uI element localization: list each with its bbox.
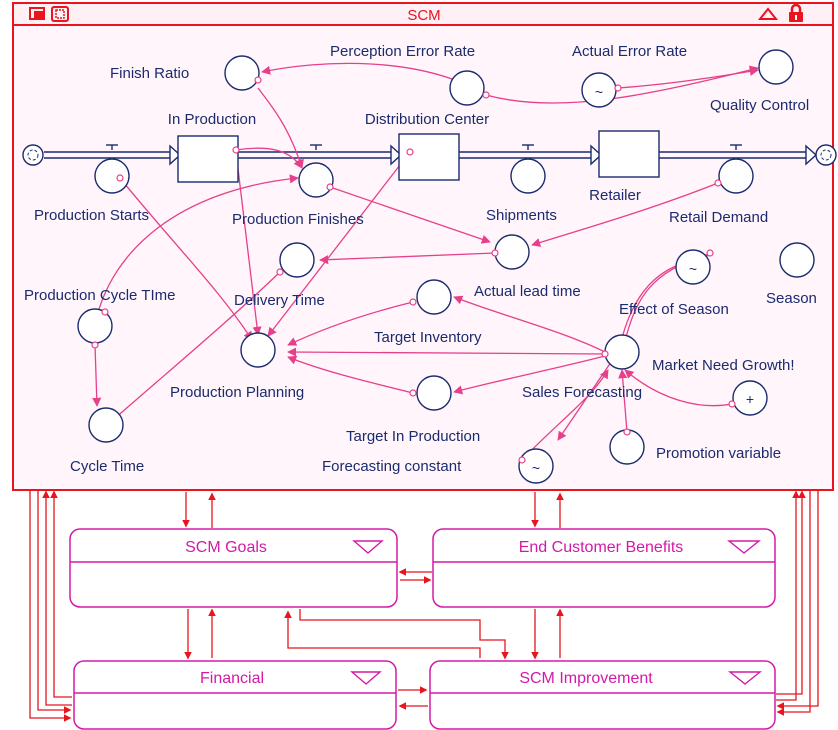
label-production-starts: Production Starts bbox=[34, 207, 149, 224]
scm-window bbox=[12, 2, 834, 491]
node-retail-demand[interactable] bbox=[718, 158, 754, 194]
label-shipments: Shipments bbox=[486, 207, 557, 224]
graph-icon: ~ bbox=[595, 84, 603, 100]
label-perception-error-rate: Perception Error Rate bbox=[330, 43, 475, 60]
sink-cloud-icon bbox=[815, 144, 837, 166]
label-quality-control: Quality Control bbox=[710, 97, 809, 114]
sector-end-customer-benefits[interactable] bbox=[432, 528, 776, 608]
node-production-finishes[interactable] bbox=[298, 162, 334, 198]
node-production-planning[interactable] bbox=[240, 332, 276, 368]
stock-distribution-center[interactable] bbox=[398, 133, 460, 181]
node-quality-control[interactable] bbox=[758, 49, 794, 85]
label-sales-forecasting: Sales Forecasting bbox=[522, 384, 642, 401]
label-forecasting-constant: Forecasting constant bbox=[322, 458, 462, 475]
chevron-down-icon[interactable] bbox=[350, 671, 382, 685]
label-actual-lead-time: Actual lead time bbox=[474, 283, 581, 300]
label-cycle-time: Cycle Time bbox=[70, 458, 144, 475]
label-actual-error-rate: Actual Error Rate bbox=[572, 43, 687, 60]
label-production-planning: Production Planning bbox=[170, 384, 304, 401]
node-target-in-production[interactable] bbox=[416, 375, 452, 411]
label-delivery-time: Delivery Time bbox=[234, 292, 325, 309]
label-finish-ratio: Finish Ratio bbox=[110, 65, 189, 82]
node-market-need-growth[interactable] bbox=[732, 380, 768, 416]
stock-in-production[interactable] bbox=[177, 135, 239, 183]
sector-title-financial: Financial bbox=[200, 670, 264, 687]
label-season: Season bbox=[766, 290, 817, 307]
chevron-down-icon[interactable] bbox=[727, 540, 761, 554]
node-target-inventory[interactable] bbox=[416, 279, 452, 315]
label-target-inventory: Target Inventory bbox=[374, 329, 482, 346]
label-target-in-production: Target In Production bbox=[346, 428, 480, 445]
graph-icon: ~ bbox=[689, 261, 697, 277]
label-production-finishes: Production Finishes bbox=[232, 211, 364, 228]
label-production-cycle-time: Production Cycle TIme bbox=[24, 287, 175, 304]
sum-icon: + bbox=[746, 391, 754, 407]
node-shipments[interactable] bbox=[510, 158, 546, 194]
chevron-down-icon[interactable] bbox=[352, 540, 384, 554]
label-retail-demand: Retail Demand bbox=[669, 209, 768, 226]
label-in-production: In Production bbox=[168, 111, 256, 128]
node-production-starts[interactable] bbox=[94, 158, 130, 194]
node-season[interactable] bbox=[779, 242, 815, 278]
collapse-triangle-icon[interactable] bbox=[757, 7, 779, 20]
source-cloud-icon bbox=[22, 144, 44, 166]
sector-scm-improvement[interactable] bbox=[429, 660, 776, 730]
sector-title-scm-improvement: SCM Improvement bbox=[519, 670, 653, 687]
label-promotion-variable: Promotion variable bbox=[656, 445, 781, 462]
connector-links bbox=[92, 62, 759, 461]
chevron-down-icon[interactable] bbox=[728, 671, 762, 685]
lock-icon[interactable] bbox=[789, 3, 803, 22]
stock-retailer[interactable] bbox=[598, 130, 660, 178]
sector-connectors bbox=[29, 490, 819, 722]
window-icon[interactable] bbox=[29, 7, 45, 20]
node-delivery-time[interactable] bbox=[279, 242, 315, 278]
restore-icon[interactable] bbox=[51, 6, 69, 22]
node-perception-error-rate[interactable] bbox=[449, 70, 485, 106]
label-distribution-center: Distribution Center bbox=[365, 111, 489, 128]
material-flow-pipe bbox=[44, 151, 812, 159]
node-actual-lead-time[interactable] bbox=[494, 234, 530, 270]
sector-title-end-customer-benefits: End Customer Benefits bbox=[519, 539, 684, 556]
sector-financial[interactable] bbox=[73, 660, 397, 730]
sector-scm-goals[interactable] bbox=[69, 528, 398, 608]
node-finish-ratio[interactable] bbox=[224, 55, 260, 91]
node-forecasting-constant[interactable] bbox=[518, 448, 554, 484]
label-market-need-growth: Market Need Growth! bbox=[652, 357, 795, 374]
sector-title-scm-goals: SCM Goals bbox=[185, 539, 267, 556]
label-effect-of-season: Effect of Season bbox=[619, 301, 729, 318]
graph-icon: ~ bbox=[532, 460, 540, 476]
scm-window-title: SCM bbox=[407, 7, 440, 24]
node-cycle-time[interactable] bbox=[88, 407, 124, 443]
label-retailer: Retailer bbox=[589, 187, 641, 204]
node-sales-forecasting[interactable] bbox=[604, 334, 640, 370]
node-effect-of-season[interactable] bbox=[675, 249, 711, 285]
